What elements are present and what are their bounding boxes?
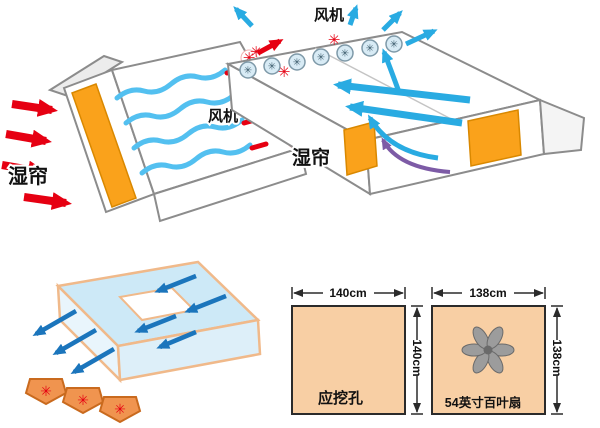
pit-fan-housing bbox=[98, 396, 142, 424]
ridge-fan-icon bbox=[385, 35, 403, 53]
fan-asterisk-icon: ✳ bbox=[250, 44, 263, 61]
inlet-air-arrow bbox=[5, 129, 52, 148]
fan-blade-icon: ✳ bbox=[341, 49, 349, 60]
ridge-fan-icon bbox=[312, 48, 330, 66]
airflow-stream bbox=[123, 92, 237, 126]
fan-asterisk-icon: ✳ bbox=[77, 392, 89, 408]
wet-curtain-label: 湿帘 bbox=[292, 146, 330, 169]
fan-blade-icon: ✳ bbox=[390, 40, 398, 51]
fan-asterisk-icon: ✳ bbox=[40, 383, 52, 399]
wet-pad-panel bbox=[467, 109, 522, 167]
fan-size-label: 54英寸百叶扇 bbox=[445, 395, 521, 410]
circulation-arrow bbox=[333, 78, 471, 104]
exhaust-up-arrow bbox=[233, 6, 254, 28]
circulation-curve-arrow bbox=[381, 48, 402, 93]
flow-arrow bbox=[134, 313, 177, 334]
wet-curtain-label: 湿帘 bbox=[8, 164, 48, 188]
louver-fan-blade-icon bbox=[461, 326, 515, 374]
cutout-height-dim: 140cm bbox=[410, 339, 424, 376]
fan-height-dim: 138cm bbox=[550, 339, 564, 376]
flow-arrow bbox=[52, 328, 98, 355]
wet-pad-panel bbox=[71, 83, 137, 208]
cutout-square bbox=[291, 305, 406, 415]
fan-blade-icon: ✳ bbox=[317, 53, 325, 64]
circulation-arrow bbox=[345, 100, 463, 127]
left-house-diagram: ✳ ✳ ✳ ✳ ✳ 湿帘 风机 bbox=[1, 38, 330, 223]
warm-air-stream-tip bbox=[249, 141, 269, 151]
ridge-fan-icon bbox=[239, 61, 257, 79]
flow-arrow bbox=[184, 293, 227, 314]
flow-arrow bbox=[32, 309, 78, 336]
fan-blade-icon: ✳ bbox=[268, 62, 276, 73]
slab-front-face bbox=[116, 318, 262, 382]
pit-fan-housing bbox=[61, 387, 105, 415]
return-air-arrow bbox=[381, 137, 451, 174]
fan-hub bbox=[483, 345, 493, 355]
right-house-gable-end bbox=[538, 98, 586, 156]
airflow-stream bbox=[131, 117, 245, 151]
cutout-label: 应挖孔 bbox=[318, 389, 363, 407]
fan-asterisk-icon: ✳ bbox=[278, 64, 291, 81]
airflow-stream bbox=[114, 67, 228, 101]
airflow-stream bbox=[139, 142, 253, 176]
pit-fan-row: ✳ ✳ ✳ bbox=[24, 378, 142, 424]
ridge-fan-icon bbox=[361, 39, 379, 57]
flow-arrow bbox=[156, 329, 197, 350]
roof-valley-line bbox=[314, 47, 454, 121]
fan-blade-icon: ✳ bbox=[293, 58, 301, 69]
circulation-curve-arrow bbox=[367, 114, 439, 161]
pit-fan-housing bbox=[24, 378, 68, 406]
fan-asterisk-icon: ✳ bbox=[114, 401, 126, 417]
fan-asterisk-icon: ✳ bbox=[328, 32, 341, 49]
cutout-dimension-panel: 140cm 140cm 应挖孔 bbox=[291, 286, 424, 415]
slab-flow-diagram: ✳ ✳ ✳ bbox=[24, 260, 262, 424]
flow-arrow bbox=[70, 347, 116, 374]
fan-dimension-panel: 138cm 138cm 54英寸百叶扇 bbox=[431, 286, 564, 415]
exhaust-up-arrow bbox=[381, 10, 403, 32]
fan-blade-icon: ✳ bbox=[366, 44, 374, 55]
inlet-air-arrow bbox=[1, 160, 48, 179]
ridge-fan-row: ✳ ✳ ✳ ✳ ✳ ✳ ✳ ✳ ✳ ✳ bbox=[239, 32, 403, 81]
exhaust-air-arrow bbox=[256, 38, 284, 56]
fan-width-dim: 138cm bbox=[469, 286, 506, 300]
left-house-front-wall bbox=[152, 146, 308, 223]
fan-label: 风机 bbox=[314, 6, 344, 24]
exhaust-up-arrow bbox=[404, 28, 438, 47]
exhaust-up-arrow bbox=[347, 4, 359, 26]
right-house-diagram: ✳ ✳ ✳ ✳ ✳ ✳ ✳ ✳ ✳ ✳ 风机 湿帘 bbox=[225, 4, 586, 196]
inlet-air-arrow bbox=[23, 192, 72, 210]
fan-blade-icon: ✳ bbox=[244, 66, 252, 77]
flow-arrow bbox=[154, 273, 197, 294]
wet-pad-panel bbox=[343, 121, 378, 176]
ridge-fan-icon bbox=[263, 57, 281, 75]
cutout-width-dim: 140cm bbox=[329, 286, 366, 300]
ridge-fan-icon bbox=[336, 44, 354, 62]
inlet-air-arrow bbox=[11, 99, 58, 117]
ridge-fan-icon bbox=[288, 53, 306, 71]
